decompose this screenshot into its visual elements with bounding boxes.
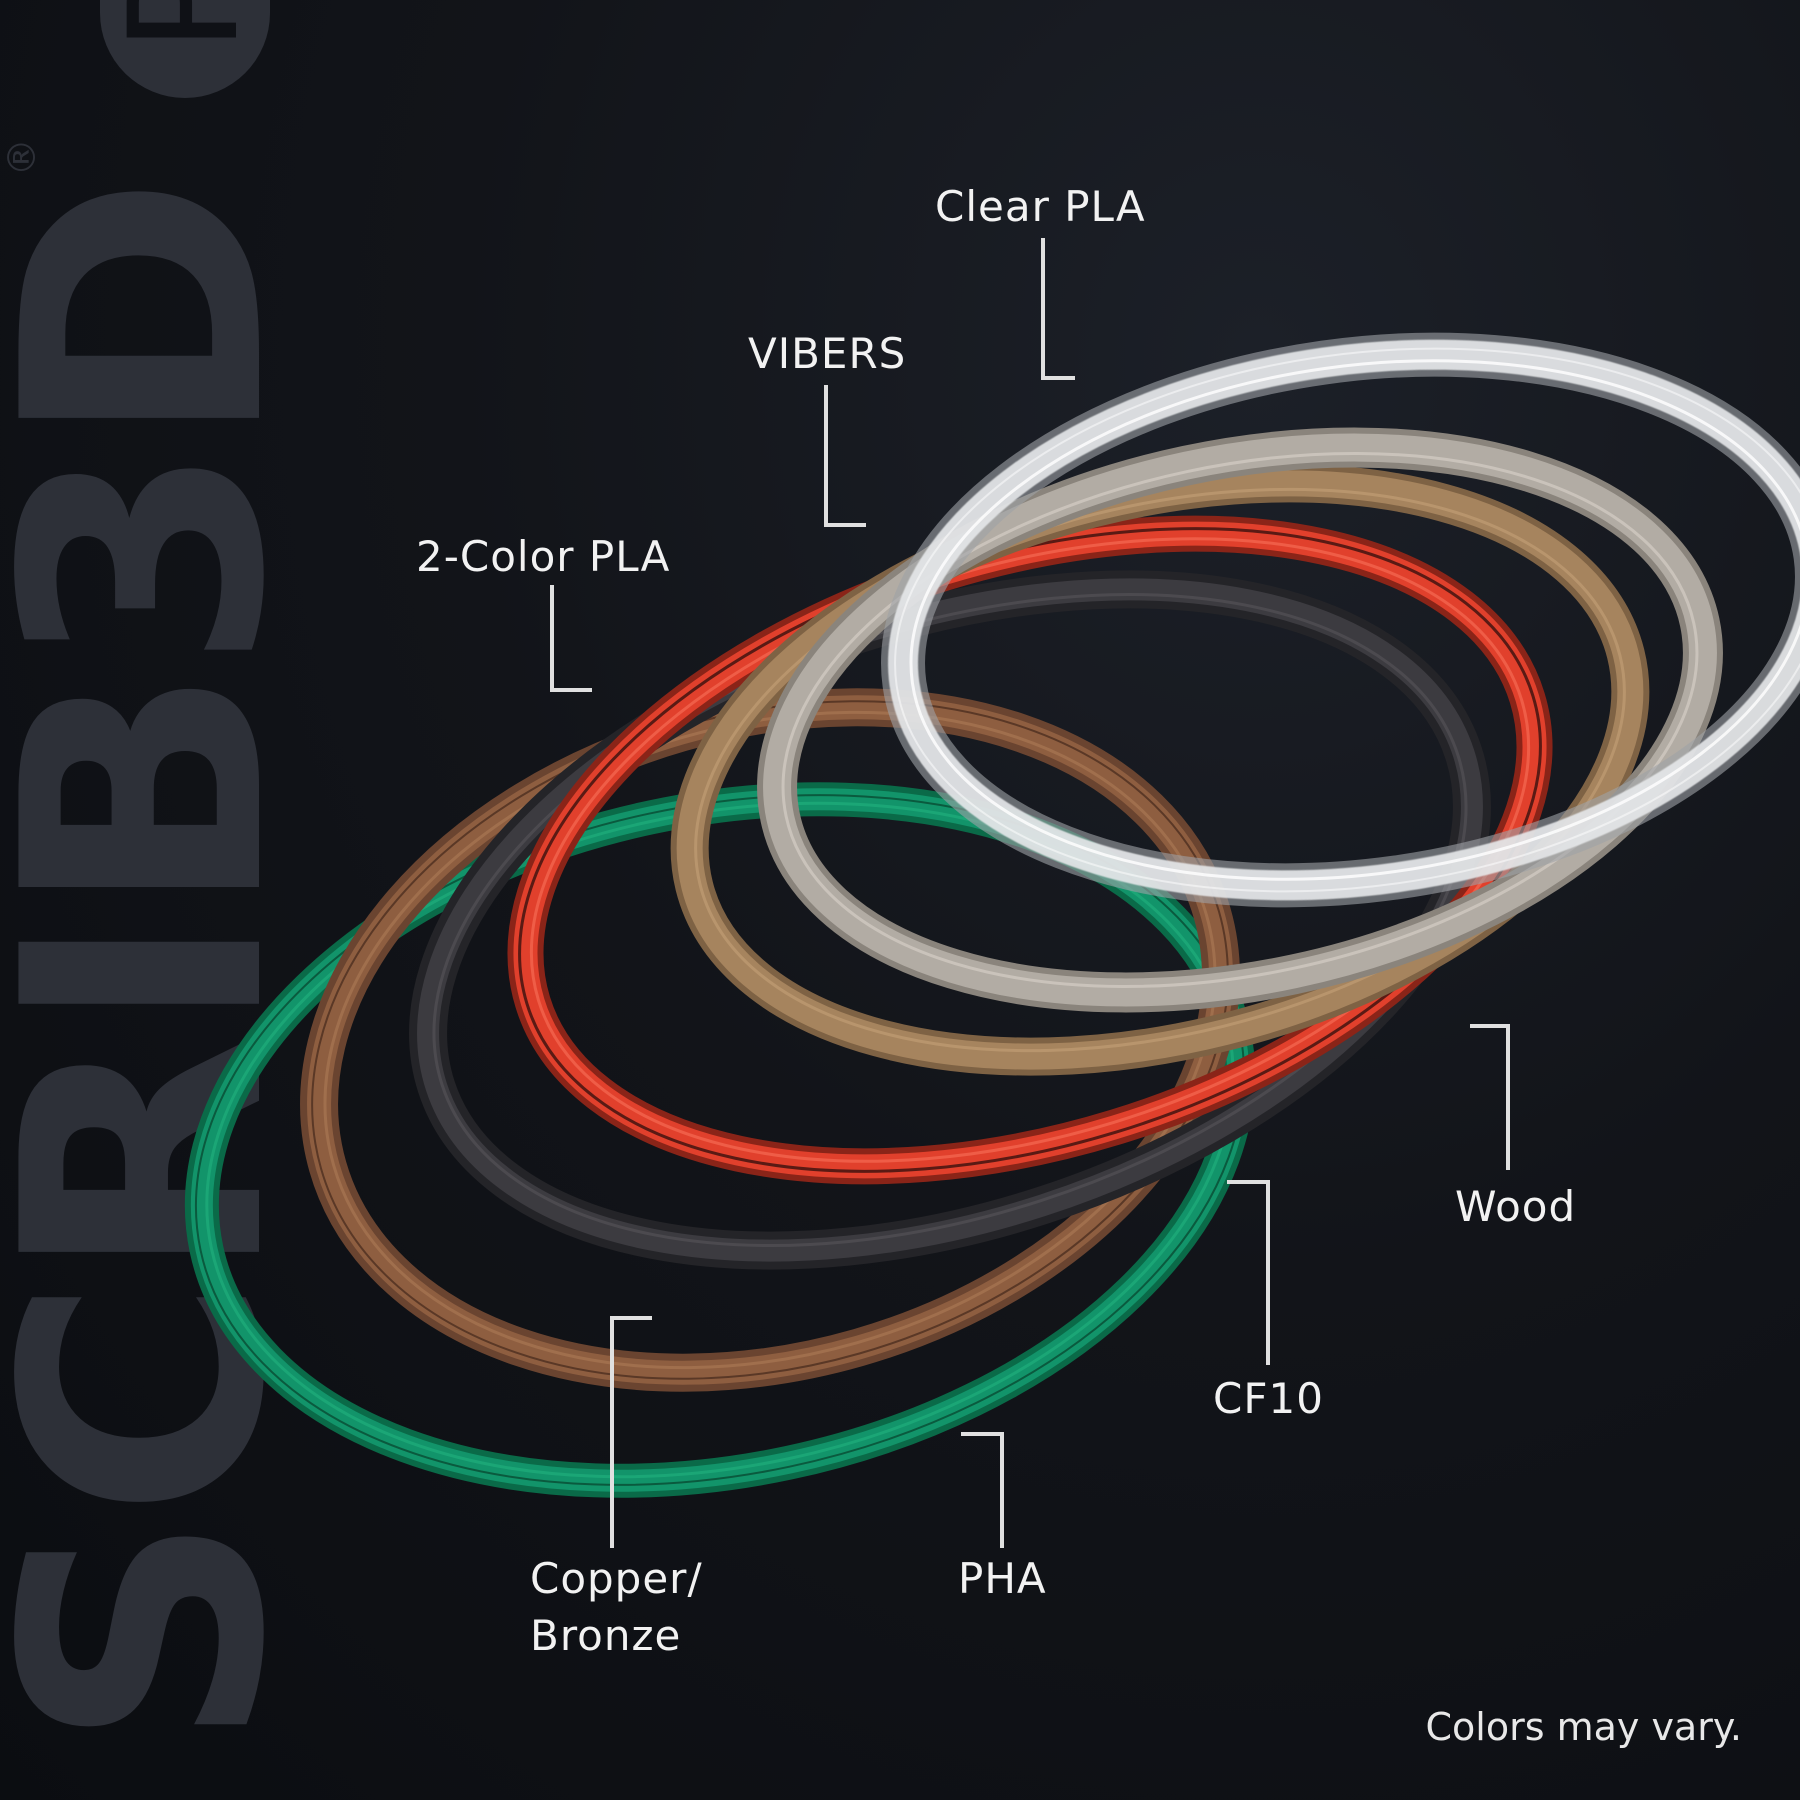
colors-disclaimer: Colors may vary.	[1425, 1705, 1742, 1749]
leader-wood	[1470, 1024, 1510, 1170]
label-copper-line1: Copper/	[530, 1554, 703, 1603]
label-wood: Wood	[1455, 1182, 1577, 1231]
leader-2-color-pla	[550, 585, 592, 692]
ring-vibers	[757, 427, 1723, 1013]
leader-copper	[610, 1316, 652, 1548]
label-clear-pla: Clear PLA	[935, 182, 1146, 231]
leader-pha	[961, 1432, 1004, 1548]
label-pha: PHA	[958, 1554, 1047, 1603]
label-2-color-pla: 2-Color PLA	[416, 532, 671, 581]
label-copper-line2: Bronze	[530, 1611, 682, 1660]
ring-clear-pla	[881, 332, 1800, 908]
label-vibers: VIBERS	[748, 329, 907, 378]
leader-vibers	[824, 385, 866, 527]
leader-clear-pla	[1041, 238, 1075, 380]
leader-lines	[550, 238, 1510, 1548]
leader-cf10	[1227, 1180, 1270, 1365]
label-cf10: CF10	[1213, 1374, 1324, 1423]
